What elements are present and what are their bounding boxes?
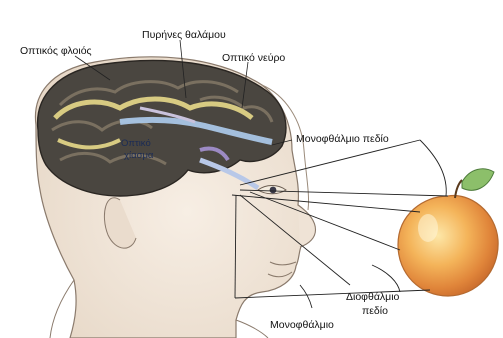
label-optic-cortex: Οπτικός φλοιός <box>20 45 92 57</box>
label-binocular-field-line1: Διοφθάλμιο <box>346 291 400 303</box>
label-binocular-field-line2: πεδίο <box>362 305 388 317</box>
label-thalamic-nuclei: Πυρήνες θαλάμου <box>142 29 226 41</box>
label-monocular-field-top: Μονοφθάλμιο πεδίο <box>296 133 389 145</box>
label-chiasm-line1: Οπτικό <box>121 138 151 149</box>
apple-icon <box>398 169 498 296</box>
label-chiasm-line2: χίασμα <box>124 150 154 161</box>
label-monocular-field-bottom: Μονοφθάλμιο <box>270 319 334 331</box>
label-optic-nerve: Οπτικό νεύρο <box>222 52 285 64</box>
